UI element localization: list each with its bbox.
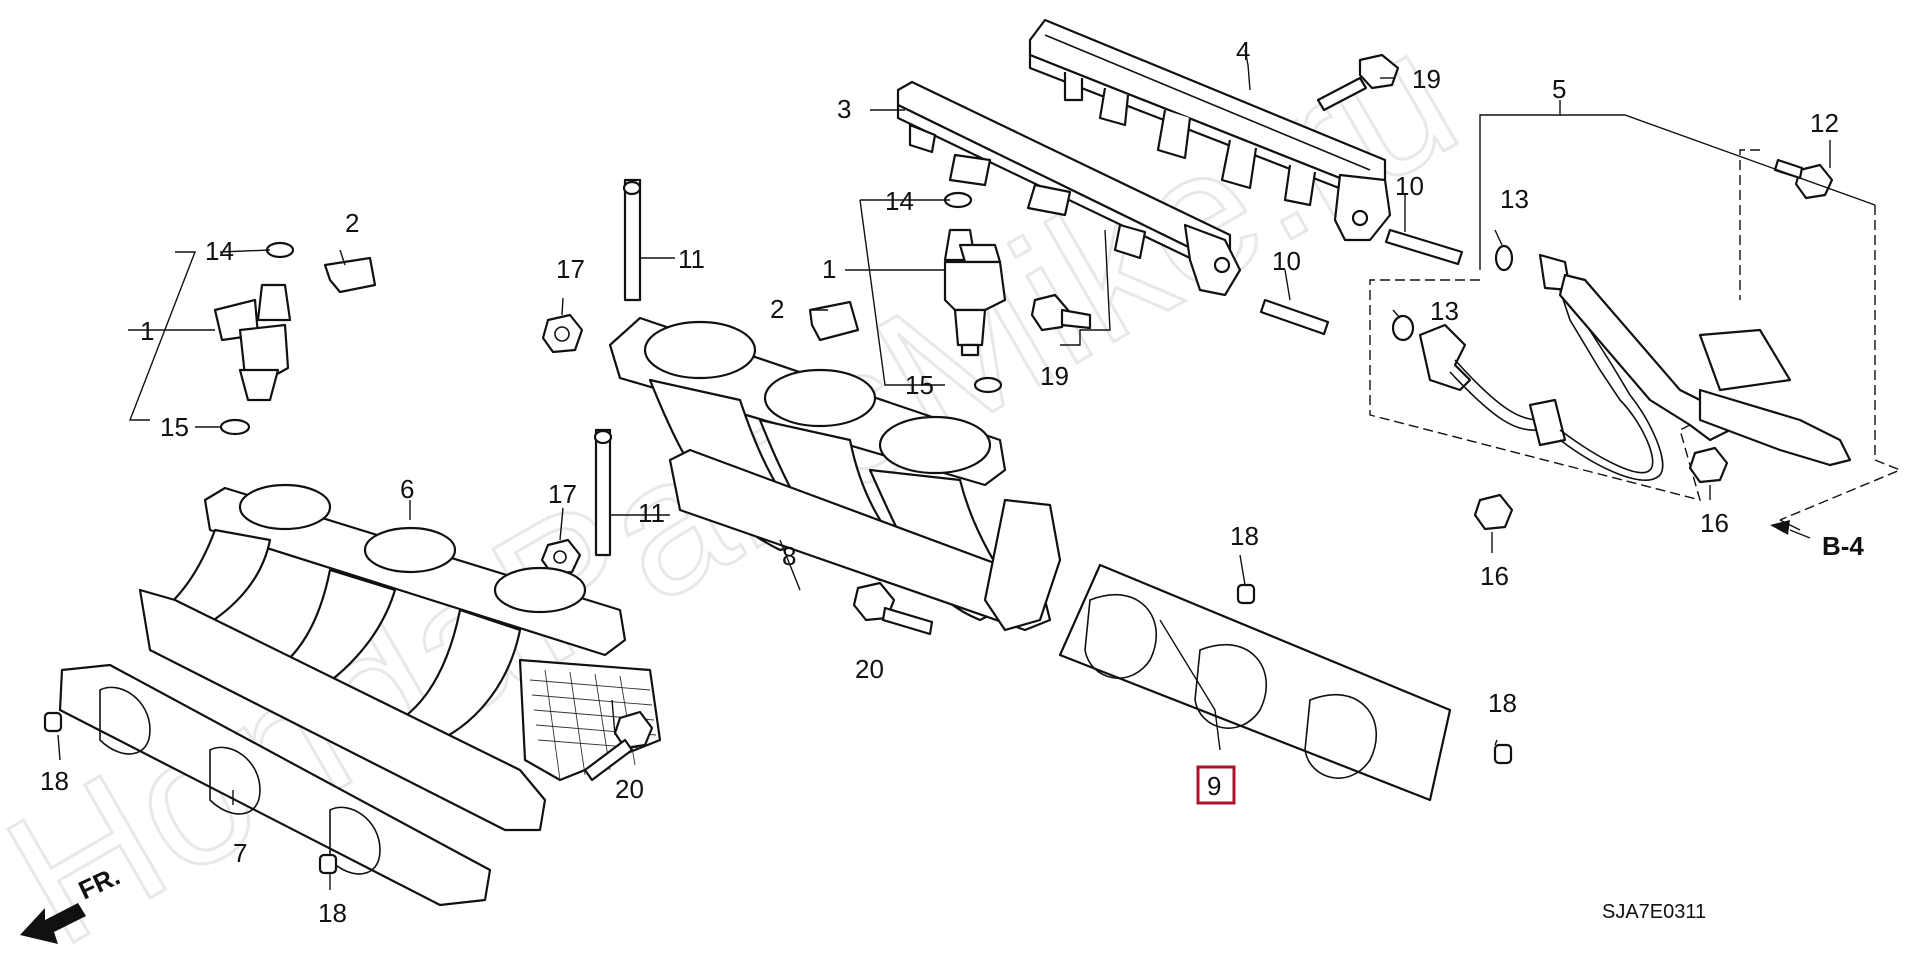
callout-13-upper[interactable]: 13 xyxy=(1500,184,1529,214)
callout-20-left[interactable]: 20 xyxy=(615,774,644,804)
callout-16-right[interactable]: 16 xyxy=(1700,508,1729,538)
collar-18-b[interactable] xyxy=(318,853,338,875)
o-ring-13-lower[interactable] xyxy=(1391,314,1415,342)
bolt-12[interactable] xyxy=(1773,158,1834,200)
fuel-rail-lower[interactable] xyxy=(896,80,1242,297)
callout-9[interactable]: 9 xyxy=(1207,771,1221,801)
callout-7[interactable]: 7 xyxy=(233,838,247,868)
o-ring-13-upper[interactable] xyxy=(1494,244,1514,272)
callout-12[interactable]: 12 xyxy=(1810,108,1839,138)
diagram-code: SJA7E0311 xyxy=(1602,901,1706,923)
callout-11-upper[interactable]: 11 xyxy=(678,244,705,274)
bolt-19-rail[interactable] xyxy=(1316,53,1400,112)
bolt-19-lower[interactable] xyxy=(1030,293,1092,332)
nut-16-left[interactable] xyxy=(1473,493,1514,531)
intake-manifold-upper[interactable] xyxy=(608,316,1062,632)
nut-17-lower[interactable] xyxy=(540,538,582,576)
reference-arrow xyxy=(1770,520,1811,539)
callout-9-highlight xyxy=(1196,765,1236,805)
reference-label[interactable]: B-4 xyxy=(1822,531,1864,561)
callout-13-lower[interactable]: 13 xyxy=(1430,296,1459,326)
callout-14-left[interactable]: 14 xyxy=(205,236,234,266)
callout-18-left[interactable]: 18 xyxy=(40,766,69,796)
collar-18-a[interactable] xyxy=(43,711,63,733)
bolt-20-right[interactable] xyxy=(852,581,934,636)
gasket-right[interactable] xyxy=(1058,563,1452,802)
callout-20-right[interactable]: 20 xyxy=(855,654,884,684)
fuel-injector-right[interactable] xyxy=(943,191,1007,394)
callout-2-right[interactable]: 2 xyxy=(770,294,784,324)
callout-18-right-upper[interactable]: 18 xyxy=(1230,521,1259,551)
intake-manifold-lower[interactable] xyxy=(138,483,662,832)
callout-19-lower[interactable]: 19 xyxy=(1040,361,1069,391)
nut-16-right[interactable] xyxy=(1688,446,1729,484)
callout-5[interactable]: 5 xyxy=(1552,74,1566,104)
stud-lower[interactable] xyxy=(593,428,613,557)
callout-17-lower[interactable]: 17 xyxy=(548,479,577,509)
callout-10-upper[interactable]: 10 xyxy=(1395,171,1424,201)
leader-lines xyxy=(57,49,1831,890)
callout-17-upper[interactable]: 17 xyxy=(556,254,585,284)
injector-clip-right[interactable] xyxy=(808,300,860,342)
fuel-feed-pipe[interactable] xyxy=(1418,253,1852,481)
stud-10-upper[interactable] xyxy=(1384,228,1464,266)
collar-18-d[interactable] xyxy=(1493,743,1513,765)
fuel-rail-upper[interactable] xyxy=(1028,18,1392,242)
callout-19-upper[interactable]: 19 xyxy=(1412,64,1441,94)
collar-18-c[interactable] xyxy=(1236,583,1256,605)
injector-clip-left[interactable] xyxy=(323,256,377,294)
callout-15-left[interactable]: 15 xyxy=(160,412,189,442)
callout-6[interactable]: 6 xyxy=(400,474,414,504)
callout-16-left[interactable]: 16 xyxy=(1480,561,1509,591)
callout-15-right[interactable]: 15 xyxy=(905,370,934,400)
stud-upper[interactable] xyxy=(622,178,642,302)
callout-11-lower[interactable]: 11 xyxy=(638,498,665,528)
callout-1-right[interactable]: 1 xyxy=(822,254,836,284)
callout-4[interactable]: 4 xyxy=(1236,36,1250,66)
assembly-bracket-5 xyxy=(1369,100,1902,531)
callout-8[interactable]: 8 xyxy=(782,541,796,571)
callout-14-right[interactable]: 14 xyxy=(885,186,914,216)
gasket-left[interactable] xyxy=(58,663,492,907)
callout-18-bottom[interactable]: 18 xyxy=(318,898,347,928)
callout-18-right-lower[interactable]: 18 xyxy=(1488,688,1517,718)
fuel-injector-left[interactable] xyxy=(213,241,295,436)
callout-1-left[interactable]: 1 xyxy=(140,316,154,346)
callout-2-left[interactable]: 2 xyxy=(345,208,359,238)
nut-17-upper[interactable] xyxy=(541,313,584,354)
callout-3[interactable]: 3 xyxy=(837,94,851,124)
stud-10-lower[interactable] xyxy=(1259,298,1330,336)
callout-10-lower[interactable]: 10 xyxy=(1272,246,1301,276)
front-arrow-icon xyxy=(20,903,86,944)
